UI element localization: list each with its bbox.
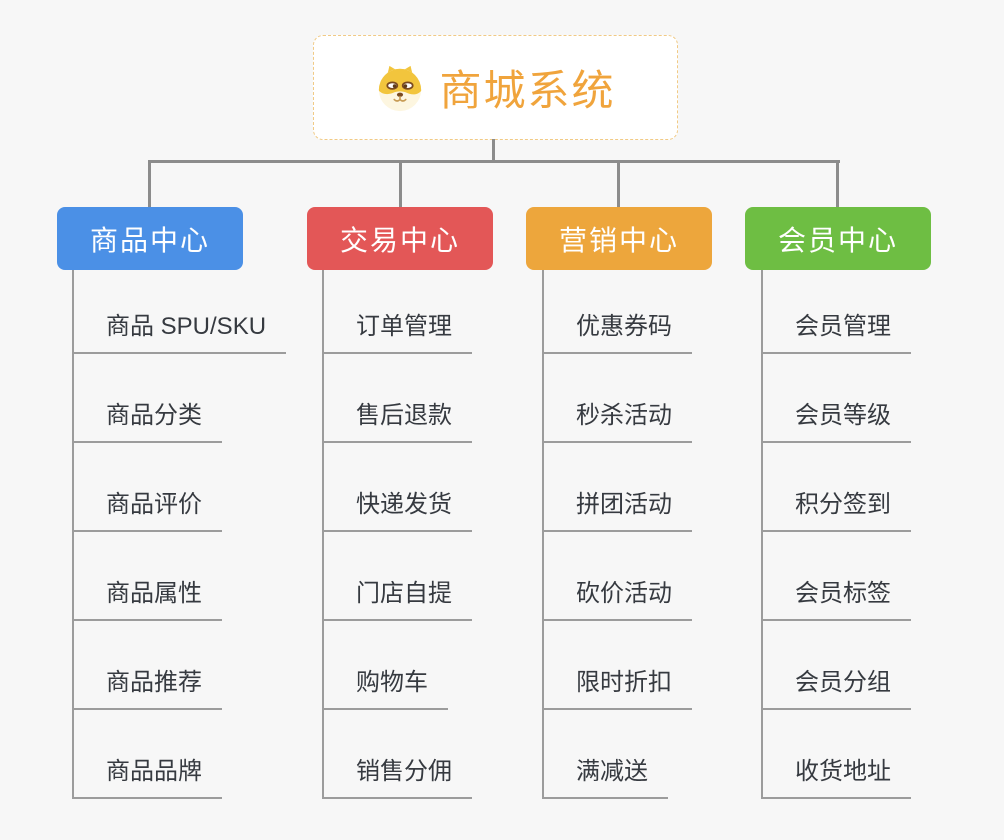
subtopic-item[interactable]: 商品属性 [72,577,222,621]
subtopic-trunk-line [322,270,324,799]
branch-drop-line [617,160,620,208]
branch-node-marketing-center[interactable]: 营销中心 [526,207,712,270]
subtopic-item[interactable]: 快递发货 [322,488,472,532]
subtopic-item[interactable]: 积分签到 [761,488,911,532]
subtopic-item[interactable]: 购物车 [322,666,448,710]
subtopic-item[interactable]: 商品评价 [72,488,222,532]
subtopic-item[interactable]: 订单管理 [322,310,472,354]
root-connector-line [492,139,495,163]
subtopic-item[interactable]: 优惠券码 [542,310,692,354]
subtopic-item[interactable]: 会员等级 [761,399,911,443]
subtopic-item[interactable]: 门店自提 [322,577,472,621]
subtopic-item[interactable]: 商品分类 [72,399,222,443]
subtopic-item[interactable]: 会员分组 [761,666,911,710]
subtopic-item[interactable]: 会员管理 [761,310,911,354]
subtopic-item[interactable]: 秒杀活动 [542,399,692,443]
branch-node-product-center[interactable]: 商品中心 [57,207,243,270]
subtopic-item[interactable]: 售后退款 [322,399,472,443]
root-topic-title: 商城系统 [439,67,616,114]
subtopic-item[interactable]: 会员标签 [761,577,911,621]
subtopic-item[interactable]: 商品 SPU/SKU [72,310,287,354]
branch-drop-line [148,160,151,208]
subtopic-trunk-line [542,270,544,799]
subtopic-column-member: 会员管理 会员等级 积分签到 会员标签 会员分组 收货地址 [761,270,911,799]
subtopic-trunk-line [761,270,763,799]
branch-drop-line [399,160,402,208]
branch-node-trade-center[interactable]: 交易中心 [307,207,493,270]
subtopic-column-product: 商品 SPU/SKU 商品分类 商品评价 商品属性 商品推荐 商品品牌 [72,270,287,799]
subtopic-item[interactable]: 限时折扣 [542,666,692,710]
dog-face-icon [379,65,422,111]
subtopic-column-marketing: 优惠券码 秒杀活动 拼团活动 砍价活动 限时折扣 满减送 [542,270,692,799]
root-topic-node[interactable]: 商城系统 [313,35,678,140]
branch-bus-line [148,160,840,163]
subtopic-item[interactable]: 砍价活动 [542,577,692,621]
subtopic-column-trade: 订单管理 售后退款 快递发货 门店自提 购物车 销售分佣 [322,270,472,799]
subtopic-item[interactable]: 拼团活动 [542,488,692,532]
subtopic-item[interactable]: 销售分佣 [322,755,472,799]
subtopic-item[interactable]: 商品推荐 [72,666,222,710]
subtopic-trunk-line [72,270,74,799]
branch-drop-line [836,160,839,208]
subtopic-item[interactable]: 满减送 [542,755,668,799]
subtopic-item[interactable]: 商品品牌 [72,755,222,799]
subtopic-item[interactable]: 收货地址 [761,755,911,799]
branch-node-member-center[interactable]: 会员中心 [745,207,931,270]
